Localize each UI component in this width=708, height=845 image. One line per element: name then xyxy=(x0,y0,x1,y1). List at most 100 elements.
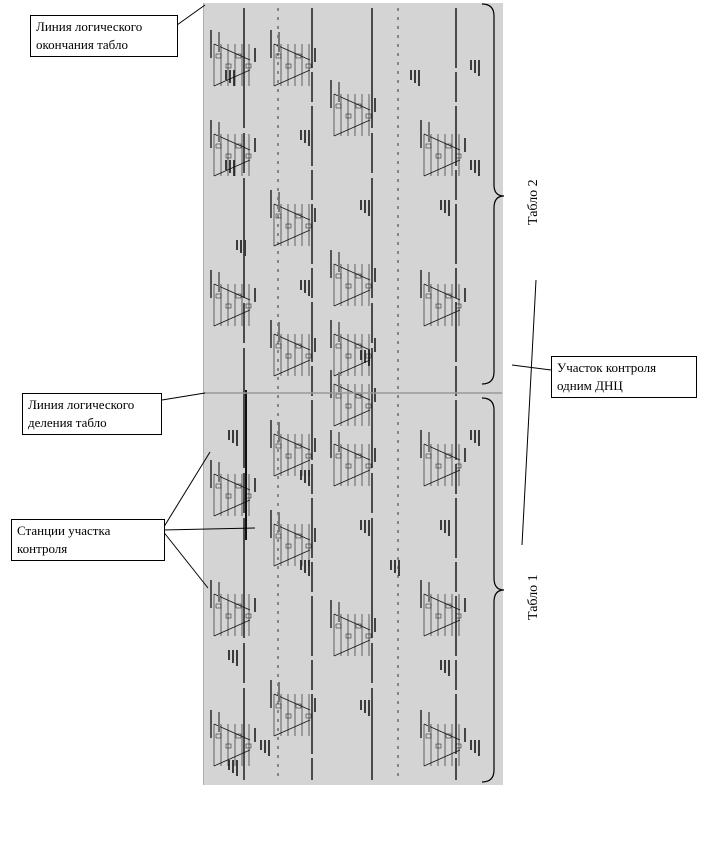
label-mark xyxy=(304,130,306,143)
signal-box xyxy=(215,53,222,59)
signal-box xyxy=(355,623,362,629)
signal-box xyxy=(355,103,362,109)
station-caption-mark xyxy=(270,510,272,538)
label-mark xyxy=(394,560,396,573)
station-block xyxy=(330,80,376,137)
signal-box xyxy=(225,63,232,69)
label-mark xyxy=(364,200,366,213)
station-caption-mark xyxy=(210,580,212,608)
station-number-mark xyxy=(464,138,466,152)
station-caption-mark xyxy=(278,682,280,702)
station-caption-mark xyxy=(338,322,340,342)
label-mark xyxy=(232,760,234,773)
station-caption-mark xyxy=(278,422,280,442)
tablo2-label: Табло 2 xyxy=(526,179,541,225)
pointer-end-line xyxy=(176,4,206,26)
signal-box xyxy=(225,153,232,159)
station-caption-mark xyxy=(330,430,332,458)
signal-box xyxy=(345,353,352,359)
station-number-mark xyxy=(314,438,316,452)
label-mark xyxy=(304,470,306,483)
label-mark xyxy=(308,470,310,486)
label-mark xyxy=(308,280,310,296)
station-number-mark xyxy=(254,598,256,612)
station-number-mark xyxy=(254,48,256,62)
switch-line xyxy=(423,469,461,487)
station-caption-mark xyxy=(330,600,332,628)
signal-box xyxy=(275,533,282,539)
signal-box xyxy=(235,293,242,299)
label-mark xyxy=(233,160,235,176)
signal-box xyxy=(455,303,462,309)
signal-box xyxy=(235,603,242,609)
station-number-mark xyxy=(314,48,316,62)
switch-line xyxy=(213,309,251,327)
label-mark xyxy=(474,160,476,173)
station-number-mark xyxy=(374,448,376,462)
station-block xyxy=(420,710,466,767)
station-block xyxy=(330,430,376,487)
signal-box xyxy=(345,283,352,289)
signal-box xyxy=(345,113,352,119)
pointer-station-2 xyxy=(161,527,256,531)
label-mark xyxy=(268,740,270,756)
station-caption-mark xyxy=(218,32,220,52)
signal-box xyxy=(365,283,372,289)
signal-box xyxy=(335,393,342,399)
tablo-braces xyxy=(481,3,505,783)
callout-stations-text-2: контроля xyxy=(17,541,68,556)
label-mark xyxy=(440,660,442,670)
station-number-mark xyxy=(254,138,256,152)
label-mark xyxy=(364,350,366,363)
station-number-mark xyxy=(464,448,466,462)
switch-line xyxy=(273,69,311,87)
label-mark xyxy=(368,200,370,216)
signal-box xyxy=(295,443,302,449)
label-mark xyxy=(236,760,238,776)
label-mark xyxy=(360,700,362,710)
switch-line xyxy=(213,749,251,767)
tablo2-brace xyxy=(481,3,505,385)
label-mark xyxy=(470,160,472,170)
station-block xyxy=(420,120,466,177)
signal-box xyxy=(245,63,252,69)
label-mark xyxy=(448,520,450,536)
switch-line xyxy=(273,459,311,477)
station-number-mark xyxy=(374,98,376,112)
signal-box xyxy=(435,613,442,619)
station-block xyxy=(210,460,256,517)
switch-line xyxy=(333,409,371,427)
signal-box xyxy=(275,343,282,349)
label-mark xyxy=(440,520,442,530)
pointer-station-1 xyxy=(161,451,211,531)
station-caption-mark xyxy=(428,582,430,602)
pointer-station-3 xyxy=(161,529,209,589)
label-mark xyxy=(360,350,362,360)
label-mark xyxy=(474,60,476,73)
tablo-connector-line xyxy=(521,279,537,546)
signal-box xyxy=(435,743,442,749)
signal-box xyxy=(285,713,292,719)
station-block xyxy=(420,430,466,487)
signal-box xyxy=(435,463,442,469)
signal-box xyxy=(215,143,222,149)
station-number-mark xyxy=(464,288,466,302)
station-caption-mark xyxy=(338,82,340,102)
signal-box xyxy=(225,613,232,619)
station-caption-mark xyxy=(330,250,332,278)
station-block xyxy=(270,510,316,567)
signal-box xyxy=(355,343,362,349)
station-number-mark xyxy=(314,338,316,352)
label-mark xyxy=(304,560,306,573)
station-block xyxy=(330,370,376,427)
signal-box xyxy=(235,143,242,149)
signal-box xyxy=(345,633,352,639)
signal-box xyxy=(355,453,362,459)
station-caption-mark xyxy=(420,710,422,738)
station-caption-mark xyxy=(420,430,422,458)
dispatcher-scheme-panel xyxy=(203,3,503,785)
signal-box xyxy=(295,213,302,219)
signal-box xyxy=(445,603,452,609)
switch-line xyxy=(423,159,461,177)
label-mark xyxy=(236,650,238,666)
